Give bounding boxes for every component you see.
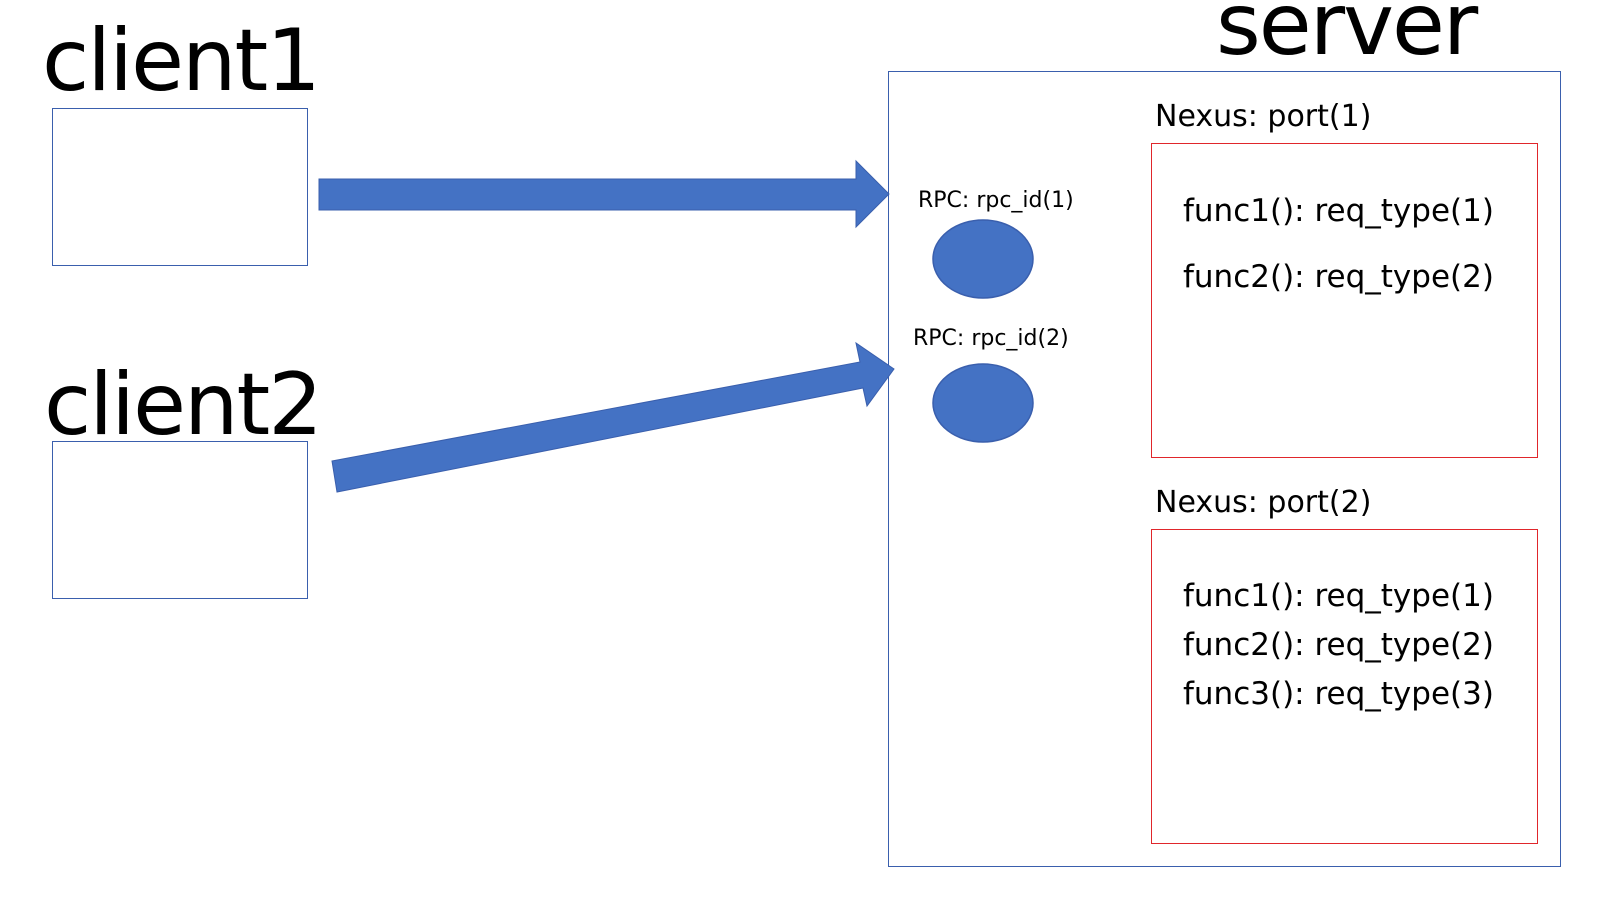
nexus2-box: [1151, 529, 1538, 844]
nexus2-func-item: func2(): req_type(2): [1183, 627, 1494, 663]
nexus2-label: Nexus: port(2): [1155, 485, 1372, 520]
client1-label: client1: [42, 11, 321, 111]
nexus1-box: [1151, 143, 1538, 458]
nexus1-label: Nexus: port(1): [1155, 99, 1372, 134]
rpc1-label: RPC: rpc_id(1): [918, 188, 1074, 213]
client2-label: client2: [44, 355, 323, 455]
nexus1-func-item: func1(): req_type(1): [1183, 193, 1494, 229]
nexus2-func-item: func1(): req_type(1): [1183, 578, 1494, 614]
client1-to-rpc1-arrow: [318, 159, 890, 229]
server-label: server: [1216, 0, 1478, 75]
nexus2-func-item: func3(): req_type(3): [1183, 676, 1494, 712]
client2-to-rpc2-arrow: [331, 341, 895, 493]
client1-box: [52, 108, 308, 266]
client2-box: [52, 441, 308, 599]
rpc1-endpoint: [932, 219, 1034, 299]
nexus1-func-item: func2(): req_type(2): [1183, 259, 1494, 295]
rpc2-label: RPC: rpc_id(2): [913, 326, 1069, 351]
rpc2-endpoint: [932, 363, 1034, 443]
